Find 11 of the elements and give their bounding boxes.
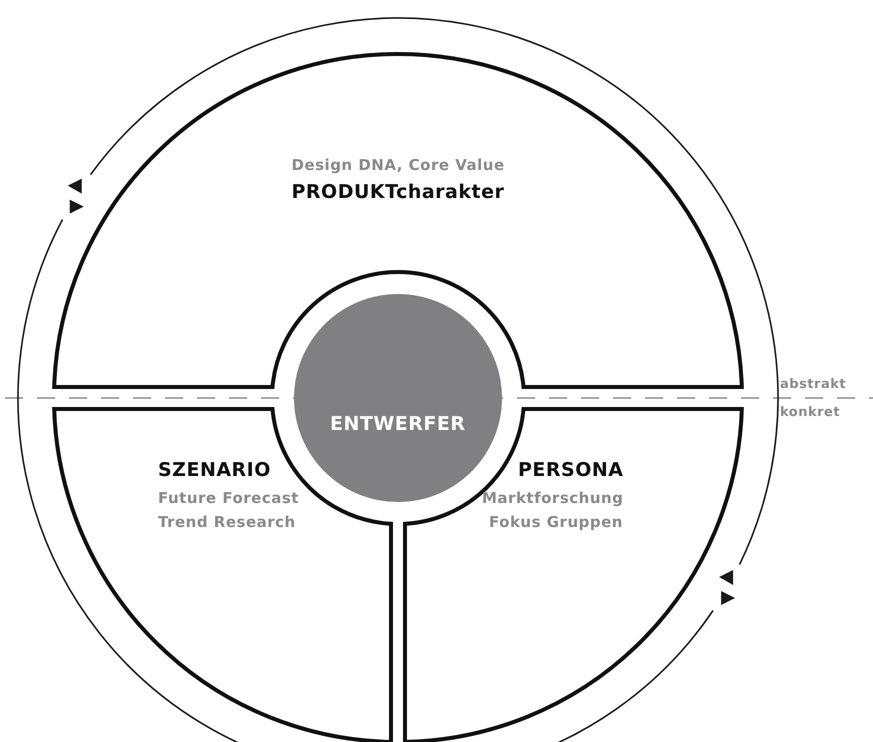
segment-subtitle: Future Forecast: [158, 489, 299, 507]
segment-heading: SZENARIO: [158, 459, 271, 481]
segment-heading: PERSONA: [518, 459, 624, 481]
segment-subtitle: Trend Research: [158, 513, 296, 531]
segment-subtitle: Fokus Gruppen: [489, 513, 623, 531]
segment-subtitle: Marktforschung: [482, 489, 624, 507]
axis-label: abstrakt: [780, 376, 846, 392]
center-label: ENTWERFER: [330, 413, 466, 435]
segment-heading: PRODUKTcharakter: [292, 181, 504, 203]
segment-subtitle: Design DNA, Core Value: [292, 156, 505, 174]
axis-label: konkret: [780, 404, 840, 420]
